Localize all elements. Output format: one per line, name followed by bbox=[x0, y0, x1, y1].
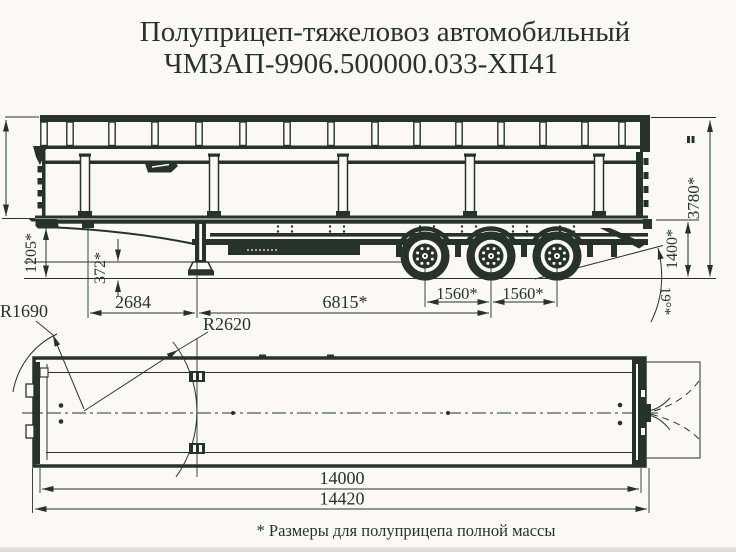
arc-r1690 bbox=[12, 333, 58, 393]
tow-bracket-upper bbox=[25, 383, 35, 398]
manufacturer-plate bbox=[145, 160, 178, 173]
dim-r1690: R1690 bbox=[0, 301, 48, 321]
dim-1205: 1205* bbox=[23, 233, 40, 273]
platform-outline bbox=[32, 356, 647, 468]
leader-r1690 bbox=[52, 334, 85, 410]
footnote: * Размеры для полуприцепа полной массы bbox=[257, 521, 556, 540]
rail-posts bbox=[40, 121, 626, 147]
arc-r2620 bbox=[172, 341, 198, 478]
rear-wall-edge bbox=[636, 152, 643, 218]
front-corner-hook bbox=[33, 146, 47, 165]
top-rail bbox=[40, 115, 648, 122]
dim-2684: 2684 bbox=[115, 292, 151, 312]
front-bumper bbox=[29, 219, 59, 229]
suspension-hangers bbox=[396, 245, 617, 257]
dim-3780: 3780* bbox=[684, 177, 703, 220]
front-hinges bbox=[37, 166, 42, 209]
title-line-2: ЧМЗАП-9906.500000.033-ХП41 bbox=[164, 48, 558, 80]
rear-door-hinges bbox=[643, 158, 649, 207]
dim-1560-front: 1560* bbox=[436, 284, 477, 303]
top-view-dimensions: R1690 R2620 14000 14420 bbox=[0, 301, 650, 513]
centerline-dots bbox=[58, 402, 623, 426]
dim-arc-19deg bbox=[650, 247, 664, 323]
side-view-dimensions: 1205* 372* 2684 6815* 1560* 1560* 1400* … bbox=[2, 116, 716, 323]
scan-edge bbox=[0, 547, 736, 552]
dim-r2620: R2620 bbox=[203, 314, 251, 334]
title-block: Полуприцеп-тяжеловоз автомобильный ЧМЗАП… bbox=[140, 16, 630, 80]
kingpin-plate bbox=[82, 223, 94, 228]
rear-doors-closed bbox=[632, 358, 646, 466]
rear-underride bbox=[600, 228, 646, 249]
top-view bbox=[12, 320, 701, 478]
dim-14420: 14420 bbox=[320, 489, 365, 509]
door-swing-lower bbox=[649, 413, 700, 440]
dim-6815: 6815* bbox=[323, 292, 368, 312]
platform-floor bbox=[35, 215, 648, 219]
rear-corner-post bbox=[640, 115, 650, 152]
departure-angle-line bbox=[534, 245, 664, 280]
wall-stakes bbox=[78, 153, 606, 216]
dim-19deg: 19°* bbox=[657, 287, 673, 316]
doors-open-envelope bbox=[647, 361, 701, 459]
gooseneck bbox=[46, 226, 193, 245]
dim-1560-rear: 1560* bbox=[502, 284, 543, 303]
tow-bracket-lower bbox=[25, 424, 35, 439]
door-swing-upper bbox=[649, 380, 700, 413]
scan-mark bbox=[687, 136, 695, 143]
dim-372: 372* bbox=[92, 252, 109, 284]
dim-14000: 14000 bbox=[320, 468, 365, 488]
leader-r2620 bbox=[83, 349, 179, 412]
equipment-box bbox=[228, 245, 360, 255]
hose-dots bbox=[247, 249, 277, 251]
side-view bbox=[29, 115, 695, 281]
title-line-1: Полуприцеп-тяжеловоз автомобильный bbox=[140, 16, 630, 48]
dim-1400: 1400* bbox=[664, 229, 681, 269]
landing-gear bbox=[187, 222, 214, 276]
